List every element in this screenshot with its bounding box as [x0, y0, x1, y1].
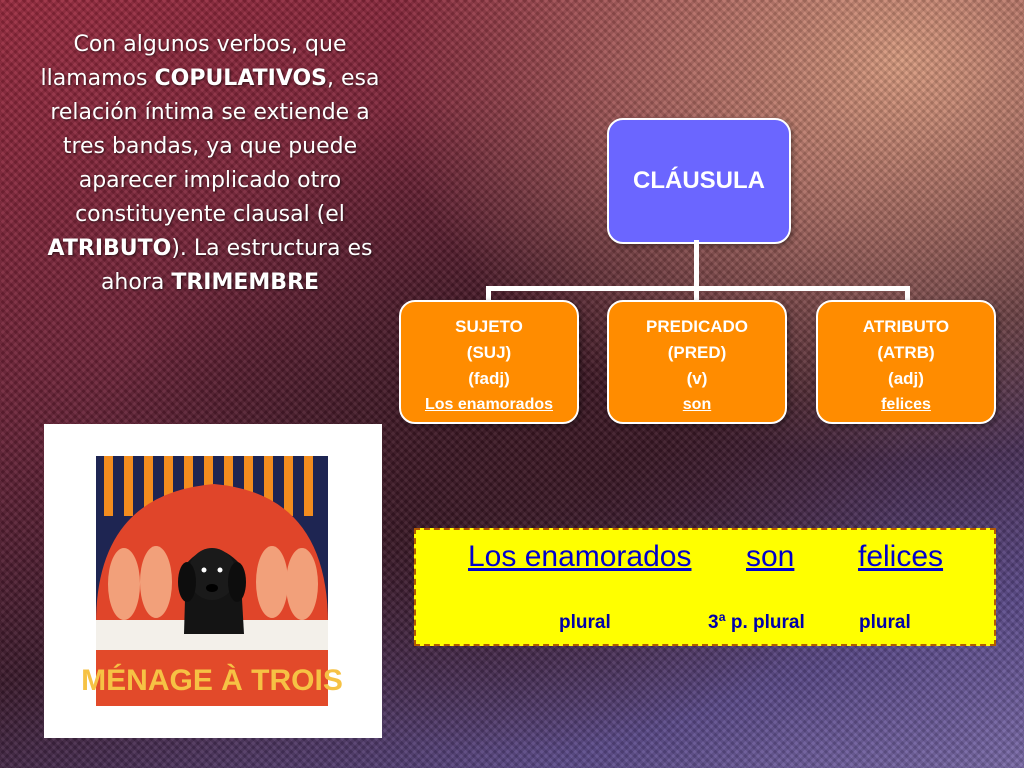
tree-node-sujeto: SUJETO (SUJ) (fadj) Los enamorados — [399, 300, 579, 424]
tree-root-clausula: CLÁUSULA — [607, 118, 791, 244]
node-abbr: (ATRB) — [877, 343, 935, 362]
artwork-menage-a-trois: MÉNAGE À TROIS — [44, 424, 382, 738]
example-word-verb: son — [746, 540, 795, 573]
tree-node-predicado: PREDICADO (PRED) (v) son — [607, 300, 787, 424]
example-tag-verb: 3ª p. plural — [708, 612, 805, 633]
term-trimembre: TRIMEMBRE — [171, 270, 320, 295]
node-example: felices — [881, 396, 931, 413]
artwork-title: MÉNAGE À TROIS — [81, 663, 343, 697]
node-category: (v) — [686, 369, 708, 388]
node-example: Los enamorados — [424, 396, 554, 413]
node-category: (fadj) — [468, 369, 510, 388]
connector-left-drop — [486, 286, 491, 302]
term-copulativos: COPULATIVOS — [154, 66, 328, 91]
node-label: ATRIBUTO — [862, 317, 950, 336]
node-abbr: (SUJ) — [466, 343, 512, 362]
node-label: PREDICADO — [645, 317, 748, 336]
example-sentence-box: Los enamorados son felices plural 3ª p. … — [414, 528, 996, 646]
node-example: son — [682, 396, 712, 413]
term-atributo: ATRIBUTO — [47, 236, 172, 261]
node-label: SUJETO — [455, 317, 523, 336]
example-word-attribute: felices — [858, 540, 944, 573]
connector-root-vertical — [694, 240, 699, 288]
intro-part3: ). La estructura es ahora — [100, 236, 373, 295]
root-label: CLÁUSULA — [633, 167, 765, 194]
connector-mid-drop — [694, 286, 699, 302]
artwork-illustration: MÉNAGE À TROIS — [81, 456, 343, 706]
node-abbr: (PRED) — [667, 343, 727, 362]
example-tag-subject: plural — [559, 612, 611, 633]
intro-text: Con algunos verbos, que llamamos COPULAT… — [40, 28, 380, 300]
connector-right-drop — [905, 286, 910, 302]
intro-part1: Con algunos verbos, que llamamos — [40, 32, 347, 91]
intro-part2: , esa relación íntima se extiende a tres… — [50, 66, 380, 227]
tree-node-atributo: ATRIBUTO (ATRB) (adj) felices — [816, 300, 996, 424]
example-tag-attribute: plural — [859, 612, 911, 633]
node-category: (adj) — [888, 369, 924, 388]
example-word-subject: Los enamorados — [468, 540, 692, 573]
